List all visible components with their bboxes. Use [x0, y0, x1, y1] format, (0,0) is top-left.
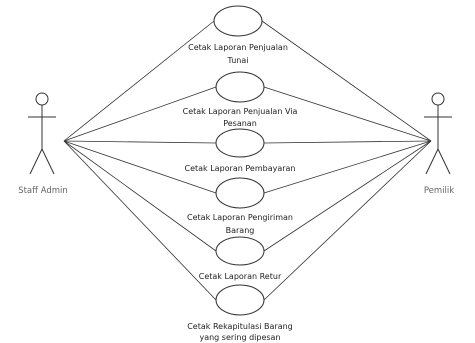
association-line-staff-uc5 [63, 140, 217, 252]
use-case-label: Tunai [227, 56, 249, 65]
association-line-owner-uc3 [263, 140, 432, 144]
use-case-label: Cetak Laporan Penjualan [188, 43, 288, 52]
association-line-staff-uc1 [63, 20, 215, 142]
use-case-ellipse[interactable] [215, 71, 265, 103]
actors: Staff Admin Pemilik [18, 92, 454, 196]
use-case-label: Cetak Laporan Retur [199, 272, 282, 281]
use-case-ellipse[interactable] [215, 236, 265, 266]
actor-staff[interactable]: Staff Admin [18, 92, 68, 196]
use-case-label: yang sering dipesan [199, 333, 280, 342]
association-line-staff-uc4 [63, 140, 217, 194]
use-case-label: Pesanan [223, 119, 257, 128]
association-line-owner-uc5 [263, 140, 432, 252]
actor-right-leg [437, 148, 451, 175]
use-case-ellipse[interactable] [215, 128, 265, 158]
association-line-staff-uc2 [63, 86, 217, 142]
association-line-owner-uc6 [263, 140, 432, 301]
use-case-label: Barang [226, 226, 255, 235]
use-case-ellipse[interactable] [213, 5, 263, 37]
association-line-owner-uc2 [263, 86, 432, 142]
actor-left-leg [29, 148, 43, 175]
actor-label: Pemilik [424, 186, 454, 196]
actor-right-leg [41, 148, 55, 175]
associations [63, 20, 432, 301]
association-line-staff-uc6 [63, 140, 217, 301]
actor-owner[interactable]: Pemilik [424, 92, 454, 196]
actor-head [431, 92, 445, 106]
actor-head [35, 92, 49, 106]
association-line-owner-uc1 [261, 20, 432, 142]
association-line-owner-uc4 [263, 140, 432, 194]
use-case-uc6[interactable]: Cetak Rekapitulasi Barang yang sering dip… [187, 284, 293, 342]
use-case-label: Cetak Laporan Pembayaran [185, 164, 296, 173]
use-case-uc5[interactable]: Cetak Laporan Retur [199, 236, 282, 281]
use-case-ellipse[interactable] [215, 177, 265, 209]
actor-left-leg [425, 148, 439, 175]
actor-label: Staff Admin [18, 186, 68, 196]
use-case-label: Cetak Rekapitulasi Barang [187, 322, 293, 331]
use-case-label: Cetak Laporan Pengiriman [187, 213, 293, 222]
use-case-label: Cetak Laporan Penjualan Via [183, 107, 298, 116]
use-case-uc3[interactable]: Cetak Laporan Pembayaran [185, 128, 296, 173]
use-case-ellipse[interactable] [215, 284, 265, 316]
association-line-staff-uc3 [63, 140, 217, 144]
